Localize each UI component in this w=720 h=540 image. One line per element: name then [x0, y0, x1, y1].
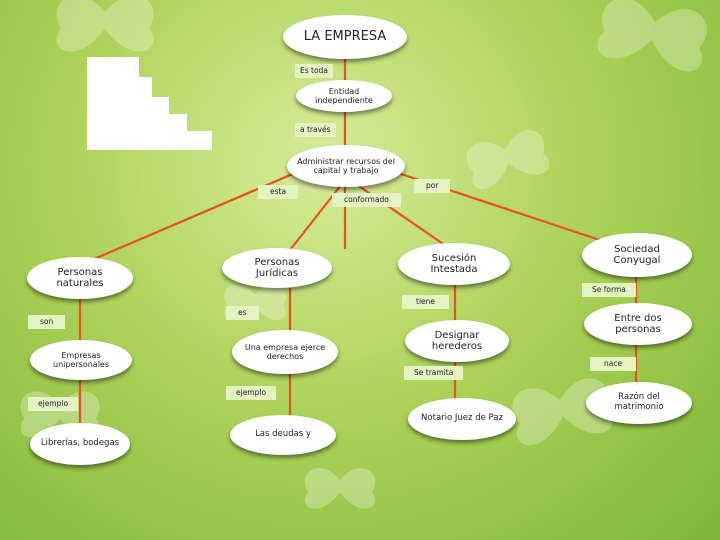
node-entre-dos-personas: Entre dos personas	[584, 303, 692, 345]
node-sociedad-conyugal: Sociedad Conyugal	[582, 233, 692, 277]
node-entidad-independiente: Entidad independiente	[296, 80, 392, 112]
node-personas-juridicas: Personas Jurídicas	[222, 248, 332, 288]
node-sucesion-intestada: Sucesión Intestada	[398, 243, 510, 285]
node-librerias-bodegas: Librerías, bodegas	[30, 423, 130, 465]
staircase-decoration	[87, 77, 152, 97]
label-a-traves: a través	[295, 123, 336, 137]
label-ejemplo-middle: ejemplo	[226, 386, 277, 400]
label-es: es	[226, 306, 259, 320]
node-administrar-recursos: Administrar recursos del capital y traba…	[287, 145, 405, 187]
label-tiene: tiene	[402, 295, 450, 309]
node-una-empresa-ejerce: Una empresa ejerce derechos	[232, 330, 338, 374]
node-las-deudas: Las deudas y	[230, 415, 336, 455]
node-personas-naturales: Personas naturales	[27, 257, 133, 299]
connector	[288, 178, 347, 252]
node-razon-matrimonio: Razón del matrimonio	[586, 382, 692, 424]
staircase-decoration	[87, 131, 212, 150]
node-notario-juez: Notario Juez de Paz	[408, 398, 516, 440]
butterfly-icon	[597, 0, 707, 72]
label-nace: nace	[590, 357, 637, 371]
node-designar-herederos: Designar herederos	[405, 320, 509, 362]
label-ejemplo-left: ejemplo	[28, 397, 79, 411]
node-la-empresa: LA EMPRESA	[283, 15, 407, 59]
label-se-tramita: Se tramita	[404, 366, 464, 380]
label-por: por	[414, 179, 451, 193]
label-esta: esta	[258, 185, 299, 199]
staircase-decoration	[87, 114, 187, 131]
staircase-decoration	[87, 57, 139, 77]
label-son: son	[28, 315, 66, 329]
connector	[348, 178, 457, 254]
label-se-forma: Se forma	[582, 283, 636, 297]
butterfly-icon	[304, 467, 376, 509]
label-conformado: conformado	[332, 193, 401, 207]
label-es-toda: Es toda	[295, 64, 333, 78]
butterfly-icon	[466, 130, 550, 190]
butterfly-icon	[56, 0, 154, 52]
staircase-decoration	[87, 97, 169, 114]
node-empresas-unipersonales: Empresas unipersonales	[30, 340, 132, 380]
